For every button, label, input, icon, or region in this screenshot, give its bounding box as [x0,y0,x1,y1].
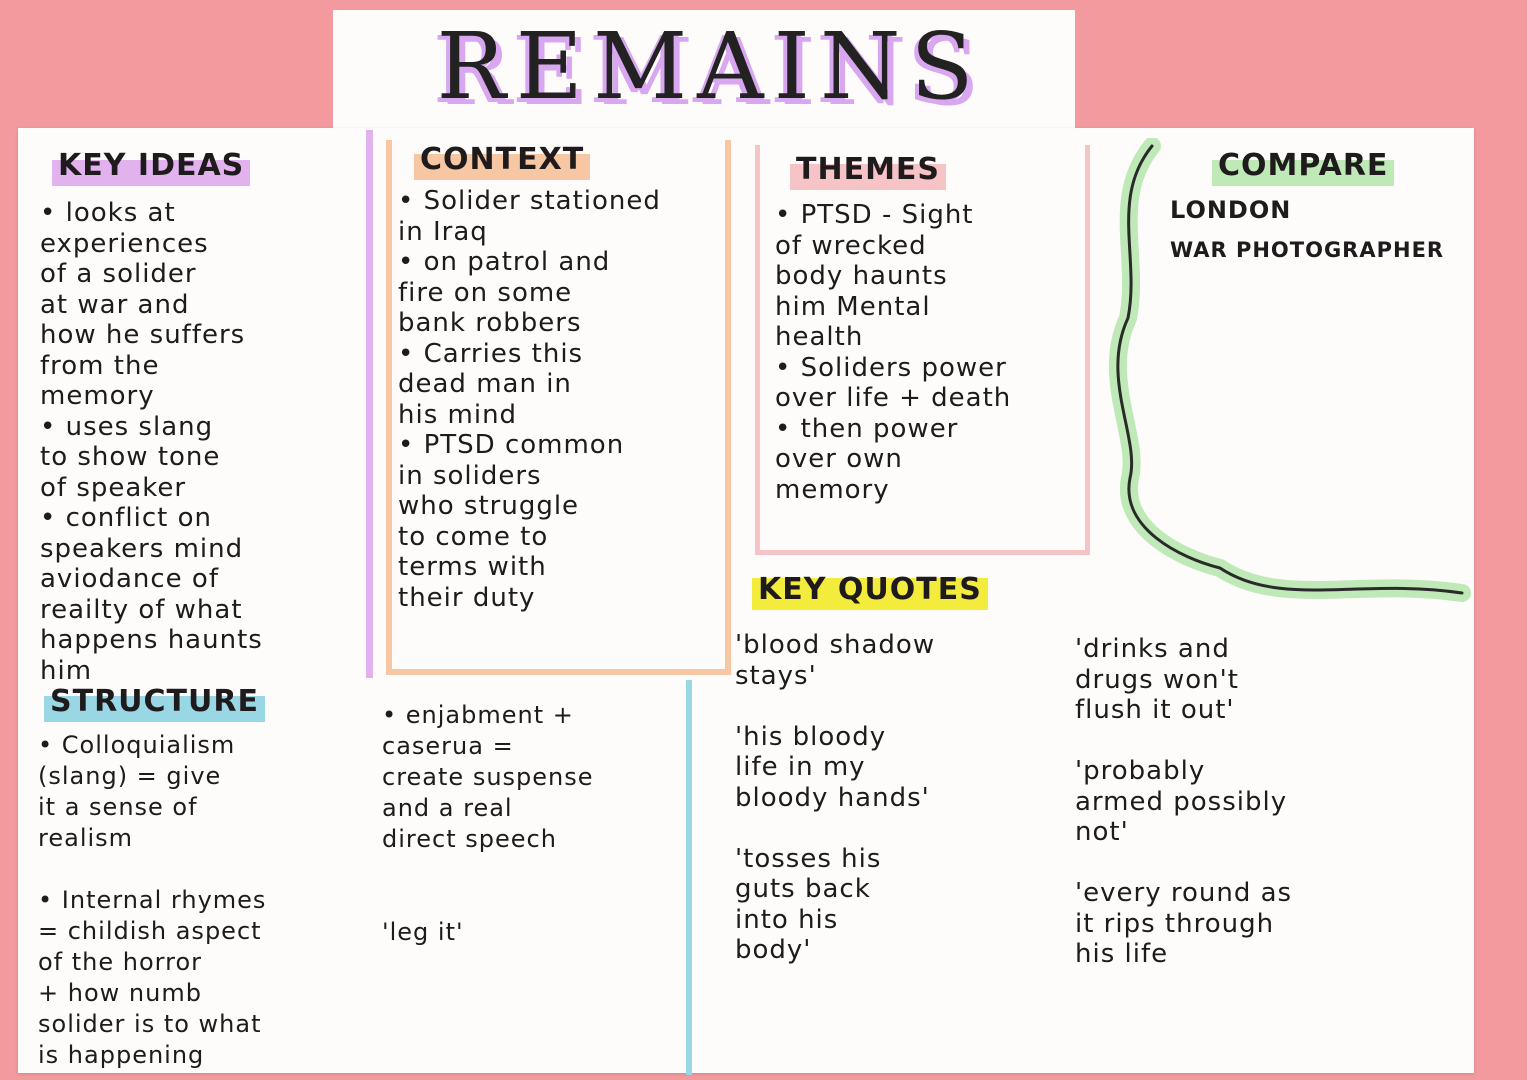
title-card [333,10,1075,130]
themes-text: • PTSD - Sight of wrecked body haunts hi… [775,200,1012,505]
key-ideas-border [18,130,373,678]
key-quotes-right: 'drinks and drugs won't flush it out' 'p… [1075,634,1293,969]
page-title: REMAINS [436,13,984,120]
compare-item: WAR PHOTOGRAPHER [1170,238,1445,262]
structure-notes-right: • enjabment + caserua = create suspense … [382,701,594,946]
context-heading: CONTEXT [414,140,591,180]
themes-heading: THEMES [790,150,947,190]
themes-border [755,145,1090,555]
structure-notes-left: • Colloquialism (slang) = give it a sens… [38,731,267,1069]
key-ideas-text: • looks at experiences of a solider at w… [40,198,263,686]
compare-item: LONDON [1170,196,1292,224]
poster-sheet [18,128,1474,1073]
context-text: • Solider stationed in Iraq • on patrol … [398,186,661,613]
compare-cloud-outline [1108,138,1471,602]
key-quotes-heading: KEY QUOTES [752,570,988,610]
structure-heading: STRUCTURE [44,682,265,722]
compare-heading: COMPARE [1212,146,1395,186]
structure-divider [686,680,692,1075]
key-ideas-heading: KEY IDEAS [52,146,251,186]
compare-list: LONDON WAR PHOTOGRAPHER [1170,190,1444,270]
key-quotes-left: 'blood shadow stays' 'his bloody life in… [735,630,936,965]
context-border [386,140,731,675]
